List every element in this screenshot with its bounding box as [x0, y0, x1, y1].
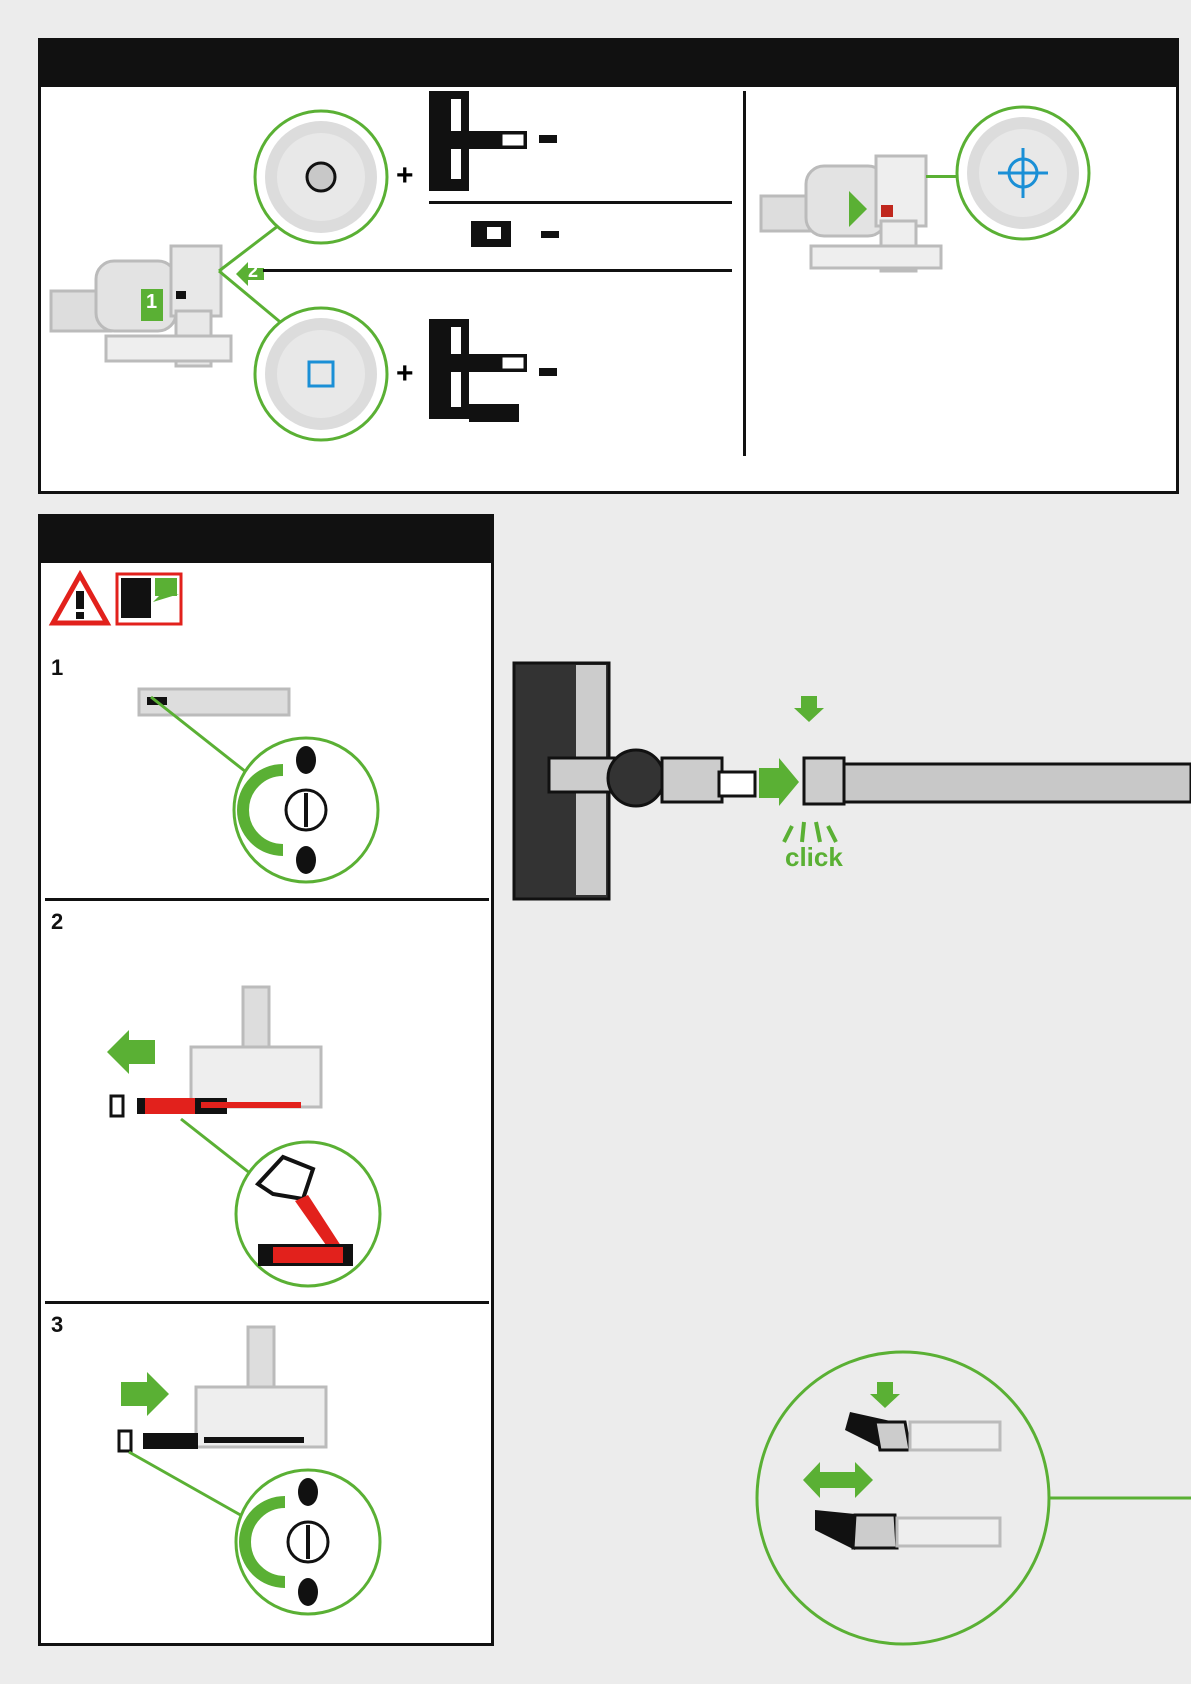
rotate-lock-circle — [233, 1467, 383, 1617]
unplug-power-icon — [115, 572, 183, 626]
brush-bar-insert-icon — [119, 1427, 319, 1455]
plus-icon: + — [396, 159, 414, 193]
small-tool-icon — [471, 221, 561, 247]
attachment-compatibility-panel: 1 2 + + — [38, 38, 1179, 494]
blue-button-tool-circle — [251, 304, 391, 444]
step-number: 1 — [51, 655, 63, 681]
wand-release-detail-circle — [755, 1350, 1191, 1650]
green-left-arrow-icon — [107, 1027, 157, 1077]
panel-header-bar — [41, 517, 491, 563]
step-number: 3 — [51, 1312, 63, 1338]
vertical-divider — [743, 91, 746, 456]
callout-line — [129, 1452, 249, 1522]
floor-head-wand-attach-illustration — [514, 660, 1191, 905]
brush-bar-removal-icon — [111, 1092, 311, 1120]
blue-target-tool-circle — [953, 103, 1093, 243]
grey-button-tool-circle — [251, 107, 391, 247]
floor-tool-icon — [429, 319, 559, 429]
brush-maintenance-panel: 1 2 3 — [38, 514, 494, 1646]
click-sound-label: click — [785, 842, 843, 873]
floor-tool-icon — [429, 91, 559, 191]
callout-line — [926, 175, 956, 178]
callout-number-2: 2 — [248, 261, 258, 282]
green-right-arrow-icon — [119, 1369, 169, 1419]
panel-header-bar — [41, 41, 1176, 87]
rotate-lock-circle — [231, 735, 381, 885]
divider — [429, 201, 732, 204]
warning-triangle-icon — [51, 573, 109, 625]
release-tab-circle — [233, 1139, 383, 1289]
handheld-vacuum-icon — [761, 151, 951, 276]
divider — [45, 1301, 489, 1304]
step-number: 2 — [51, 909, 63, 935]
plus-icon: + — [396, 357, 414, 391]
divider — [45, 898, 489, 901]
divider — [263, 269, 732, 272]
callout-number-1: 1 — [146, 291, 157, 314]
